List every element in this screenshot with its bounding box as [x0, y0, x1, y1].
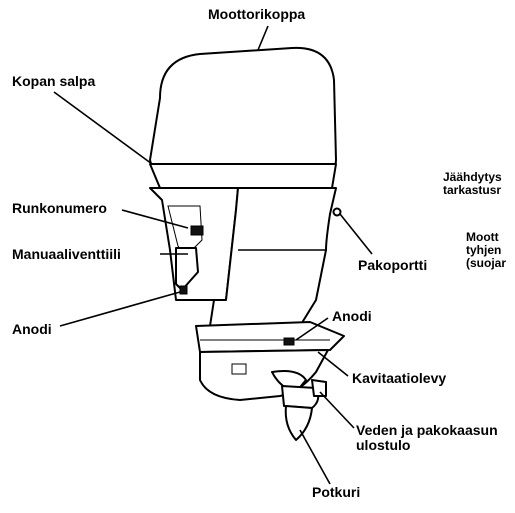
leader-cover-latch — [54, 92, 152, 164]
label-cavitation-plate: Kavitaatiolevy — [352, 370, 446, 386]
label-cover: Moottorikoppa — [208, 6, 305, 22]
propeller-blade-lower — [286, 406, 312, 440]
leader-exhaust-port — [340, 214, 372, 254]
leader-water-exhaust — [320, 392, 354, 428]
label-cooling-line2: tarkastusr — [443, 183, 501, 197]
serial-plate — [191, 226, 203, 235]
mount-bracket — [150, 188, 238, 300]
leader-anode-left — [60, 292, 180, 326]
label-anode-left: Anodi — [12, 321, 52, 337]
label-manual-valve: Manuaaliventtiili — [12, 246, 121, 262]
label-propeller: Potkuri — [312, 484, 360, 500]
label-cover-latch: Kopan salpa — [12, 73, 95, 89]
label-anode-right: Anodi — [332, 308, 372, 324]
outboard-motor-illustration — [150, 48, 344, 440]
label-cooling-line1: Jäähdytys — [443, 170, 502, 184]
label-motor-line1: Moott — [466, 230, 499, 244]
label-motor-line2: tyhjen — [466, 243, 501, 257]
label-motor-line3: (suojar — [466, 256, 506, 270]
anode-right-block — [284, 338, 294, 345]
cover-lower-band — [150, 164, 336, 188]
leader-propeller — [300, 430, 330, 484]
anode-left-block — [180, 286, 187, 294]
label-water-exhaust-line1: Veden ja pakokaasun — [356, 422, 498, 438]
cavitation-plate-shape — [196, 322, 344, 352]
leader-cavitation — [318, 352, 348, 376]
label-water-exhaust-line2: ulostulo — [356, 437, 410, 453]
label-serial: Runkonumero — [12, 200, 107, 216]
leader-cover — [258, 26, 268, 50]
water-exhaust-outlet — [312, 380, 326, 396]
engine-cover — [150, 48, 336, 172]
label-exhaust-port: Pakoportti — [358, 257, 427, 273]
